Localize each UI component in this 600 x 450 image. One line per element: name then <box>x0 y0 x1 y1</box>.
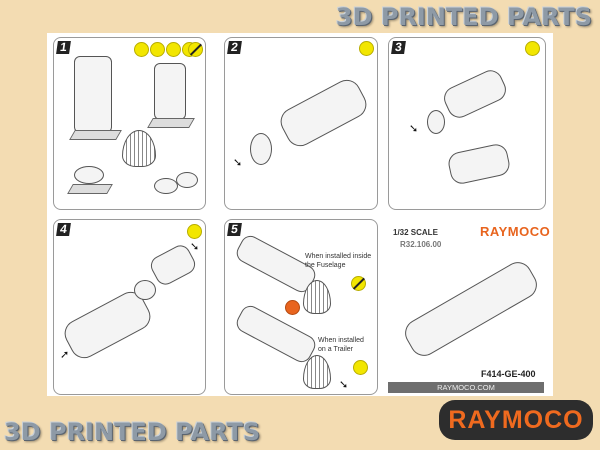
step-panel-3: 3 ➘ <box>388 37 546 210</box>
product-code: R32.106.00 <box>400 240 442 249</box>
print-base <box>67 184 113 194</box>
step-number: 3 <box>391 40 406 54</box>
exhaust-part <box>154 63 186 120</box>
print-base <box>147 118 195 128</box>
nozzle-part <box>303 355 331 389</box>
scale-label: 1/32 SCALE <box>393 228 438 237</box>
no-glue-icon <box>351 276 366 291</box>
print-base <box>69 130 122 140</box>
ring-part <box>154 178 178 194</box>
note-fuselage: When installed inside the Fuselage <box>305 253 372 269</box>
arrow-icon: ➘ <box>409 123 419 135</box>
fan-part <box>74 166 104 184</box>
tool-icon <box>134 42 149 57</box>
step-panel-4: 4 ➘ ➚ <box>53 219 206 395</box>
engine-core-part <box>74 56 112 133</box>
model-name: F414-GE-400 <box>481 369 536 379</box>
glue-icon <box>525 41 540 56</box>
website-link[interactable]: RAYMOCO.COM <box>388 382 544 393</box>
brand-logo: RAYMOCO <box>439 400 593 440</box>
note-trailer: When installed on a Trailer <box>318 337 364 353</box>
step-number: 4 <box>56 222 71 236</box>
no-tool-icon <box>188 42 203 57</box>
banner-bottom: 3D PRINTED PARTS <box>4 418 261 446</box>
glue-icon <box>359 41 374 56</box>
step-panel-2: 2 ➘ <box>224 37 378 210</box>
either-direction-icon <box>285 300 300 315</box>
arrow-icon: ➘ <box>190 241 200 253</box>
cap-part <box>176 172 198 188</box>
arrow-icon: ➘ <box>233 157 243 169</box>
tool-icon <box>166 42 181 57</box>
arrow-icon: ➘ <box>339 379 349 391</box>
arrow-icon: ➚ <box>60 349 70 361</box>
assembled-part <box>446 142 512 186</box>
nozzle-part <box>122 130 156 167</box>
compressor-part <box>440 66 510 122</box>
ring-part <box>134 280 156 300</box>
nozzle-part <box>303 280 331 314</box>
step-panel-5: 5 When installed inside the Fuselage Whe… <box>224 219 378 395</box>
fan-part <box>427 110 445 134</box>
fan-part <box>250 133 272 165</box>
engine-body-part <box>275 74 372 152</box>
tool-icon <box>150 42 165 57</box>
glue-icon <box>187 224 202 239</box>
step-number: 2 <box>227 40 242 54</box>
glue-icon <box>353 360 368 375</box>
step-number: 5 <box>227 222 242 236</box>
step-panel-1: 1 <box>53 37 206 210</box>
step-number: 1 <box>56 40 71 54</box>
engine-trailer-part <box>233 302 319 366</box>
banner-top: 3D PRINTED PARTS <box>335 3 592 31</box>
brand-logo-small: RAYMOCO <box>480 224 551 239</box>
